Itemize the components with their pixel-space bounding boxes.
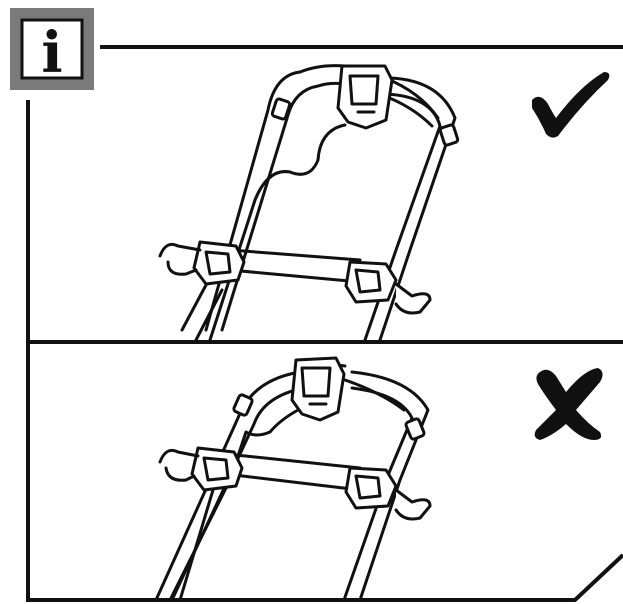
- left-clamp: [158, 240, 246, 286]
- power-cable: [208, 123, 347, 342]
- cross-bar-2: [224, 452, 362, 492]
- cross-bar: [228, 248, 362, 284]
- control-box: [336, 64, 394, 130]
- control-box-2: [290, 356, 346, 422]
- panel-incorrect: [154, 356, 432, 602]
- illustration-frame: [26, 45, 623, 602]
- power-cable-inner: [194, 288, 224, 342]
- left-clamp-2: [158, 446, 244, 492]
- handle-pads: [270, 97, 460, 147]
- panel-correct: [158, 64, 460, 342]
- info-letter: i: [41, 20, 62, 86]
- handle-pads-2: [232, 393, 426, 441]
- right-clamp: [344, 260, 432, 315]
- power-cable-inner-2: [178, 478, 218, 602]
- cross-icon: [534, 368, 603, 440]
- right-clamp-2: [344, 466, 432, 521]
- check-icon: [532, 72, 610, 138]
- power-cable-2: [168, 408, 300, 602]
- info-icon: i: [10, 8, 94, 90]
